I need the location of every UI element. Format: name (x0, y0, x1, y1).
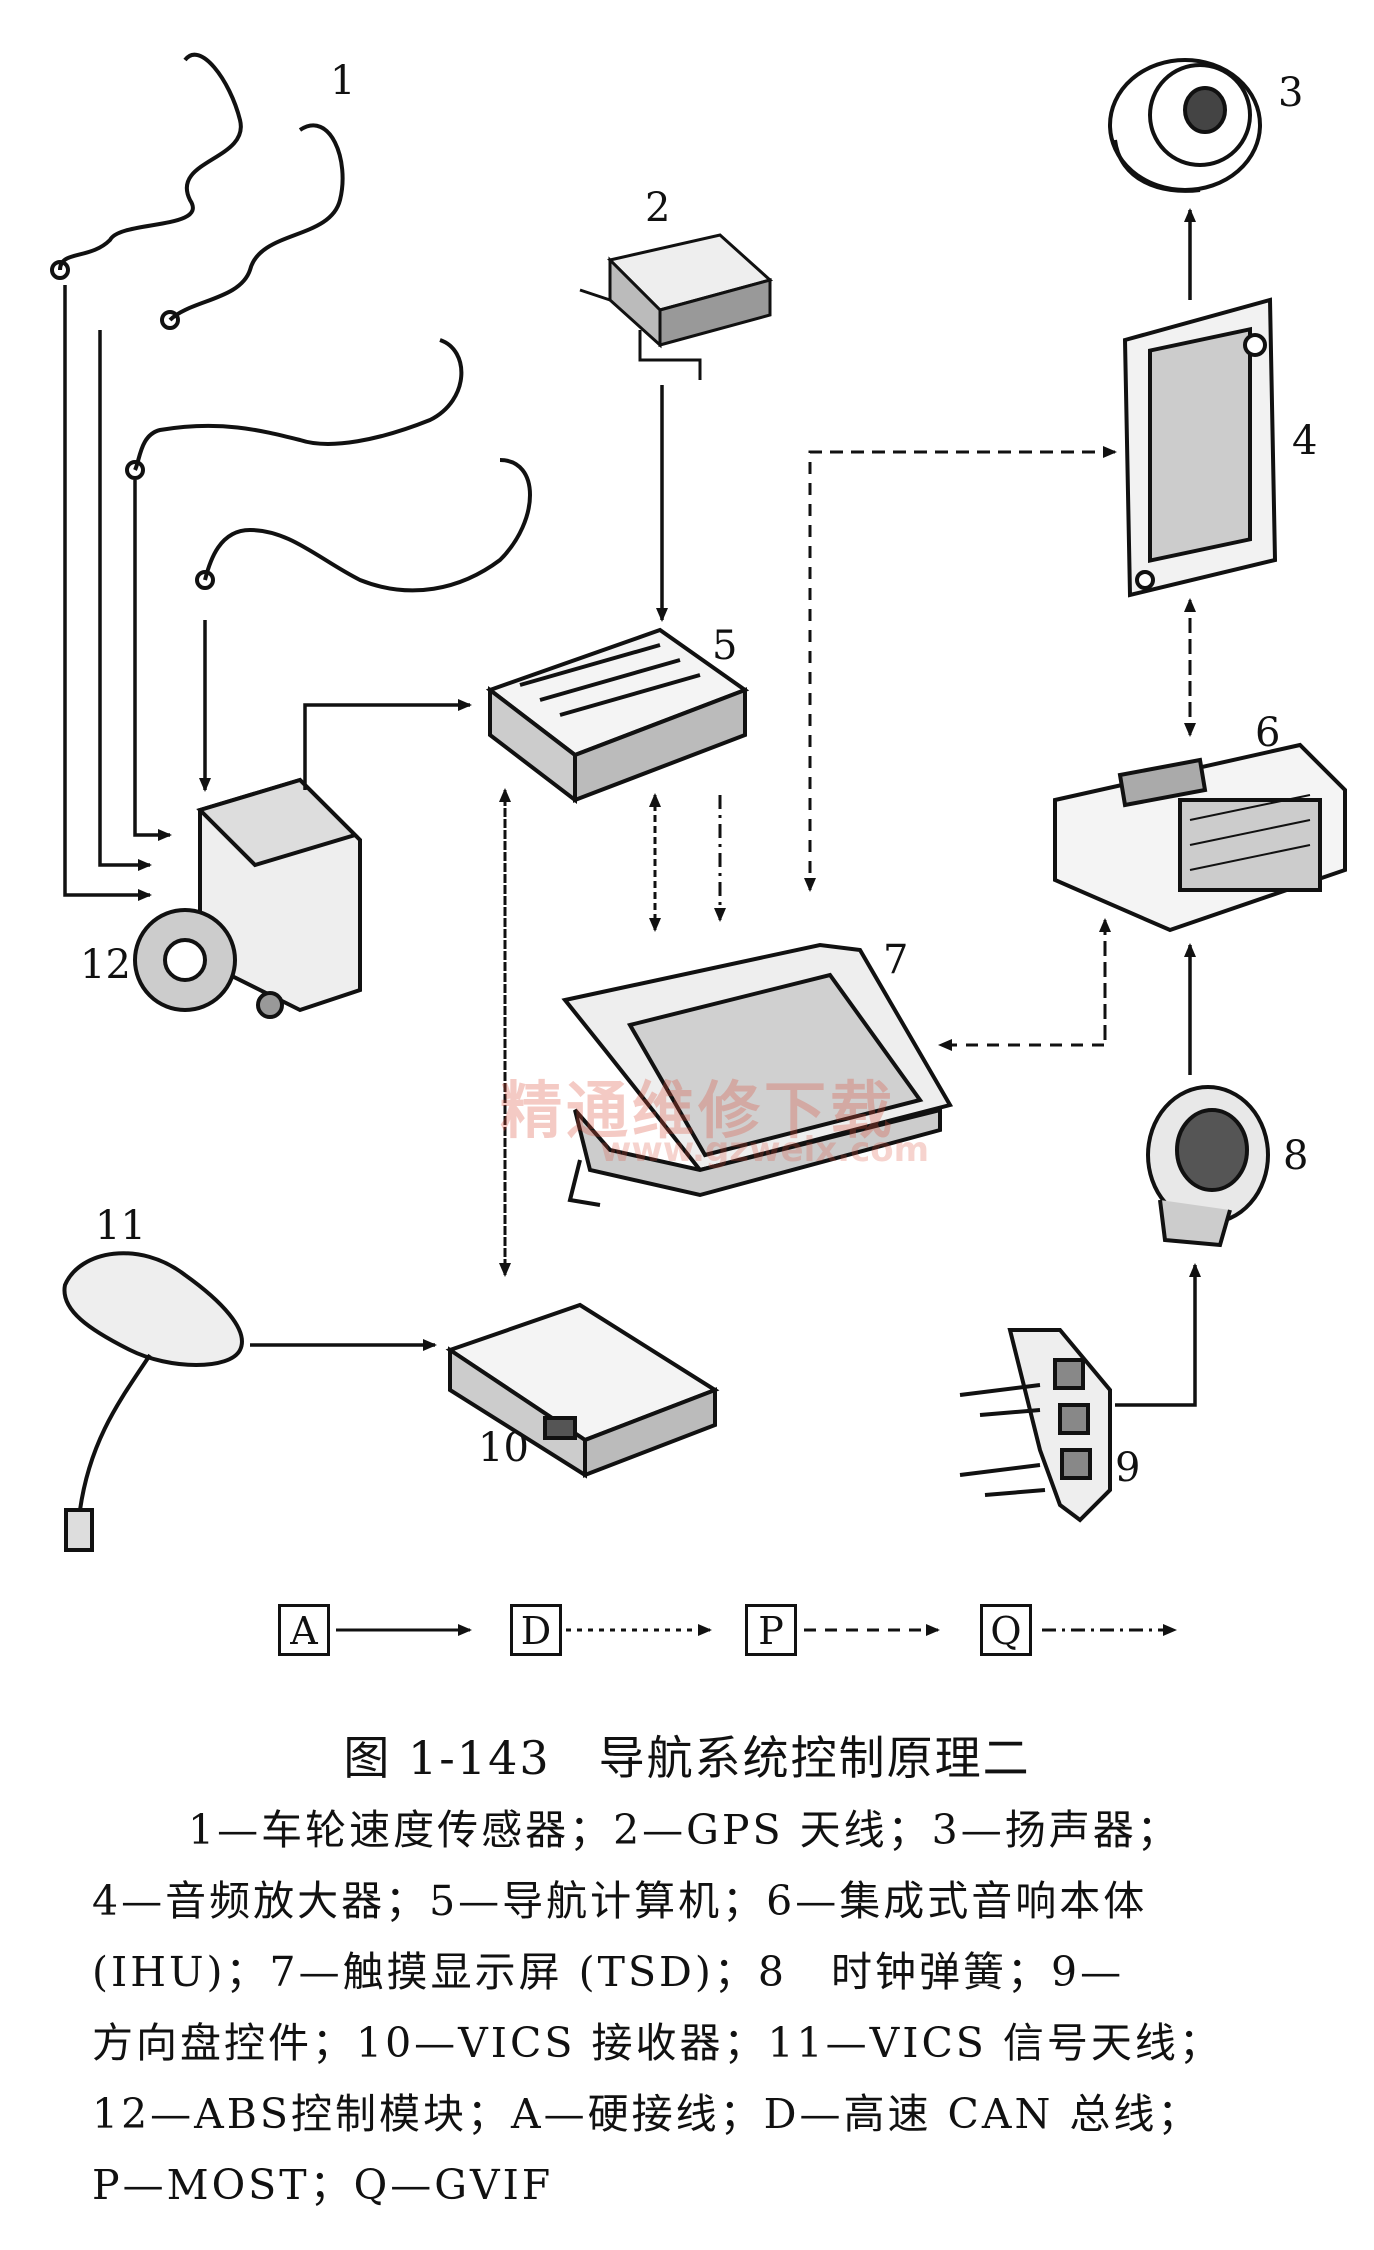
watermark-url: www.gzweix.com (600, 1130, 930, 1170)
label-5: 5 (712, 623, 738, 669)
label-6: 6 (1255, 710, 1281, 756)
speaker (1108, 58, 1262, 193)
integrated-head-unit (1053, 742, 1347, 933)
navigation-system-diagram (50, 52, 1347, 1636)
watermark: 精通维修下载 (500, 1074, 897, 1147)
label-12: 12 (80, 942, 131, 988)
vics-receiver (445, 1302, 720, 1479)
label-10: 10 (478, 1425, 529, 1471)
figure-description: 1—车轮速度传感器；2—GPS 天线；3—扬声器； 4—音频放大器；5—导航计算… (92, 1795, 1322, 2221)
wheel-speed-sensors (50, 52, 532, 593)
touch-screen-display (561, 942, 954, 1207)
description-line: 方向盘控件；10—VICS 接收器；11—VICS 信号天线； (92, 2019, 1223, 2067)
label-11: 11 (95, 1203, 146, 1249)
label-4: 4 (1292, 418, 1318, 464)
description-line: 4—音频放大器；5—导航计算机；6—集成式音响本体 (92, 1877, 1148, 1925)
legend-box-d: D (510, 1604, 562, 1656)
label-1: 1 (330, 58, 356, 104)
label-9: 9 (1115, 1445, 1141, 1491)
figure-caption: 图 1-143 导航系统控制原理二 (343, 1731, 1031, 1785)
most-connections (804, 446, 1196, 1051)
label-8: 8 (1283, 1133, 1309, 1179)
label-2: 2 (645, 185, 671, 231)
abs-control-module (133, 777, 362, 1019)
description-line: P—MOST；Q—GVIF (92, 2161, 554, 2209)
steering-wheel-controls (959, 1328, 1112, 1523)
description-line: 12—ABS控制模块；A—硬接线；D—高速 CAN 总线； (92, 2090, 1202, 2138)
navigation-computer (485, 627, 750, 805)
label-3: 3 (1278, 70, 1304, 116)
label-7: 7 (883, 937, 909, 983)
legend-box-a: A (278, 1604, 330, 1656)
hardwire-connections (63, 208, 1201, 1407)
clock-spring (1146, 1085, 1270, 1248)
can-connections (499, 788, 661, 1277)
legend-box-p: P (745, 1604, 797, 1656)
vics-signal-antenna (62, 1251, 244, 1552)
description-line: (IHU)；7—触摸显示屏 (TSD)；8 时钟弹簧；9— (92, 1948, 1125, 1996)
gps-antenna (579, 233, 774, 380)
audio-amplifier (1122, 297, 1278, 598)
description-line: 1—车轮速度传感器；2—GPS 天线；3—扬声器； (188, 1806, 1181, 1854)
legend-box-q: Q (980, 1604, 1032, 1656)
